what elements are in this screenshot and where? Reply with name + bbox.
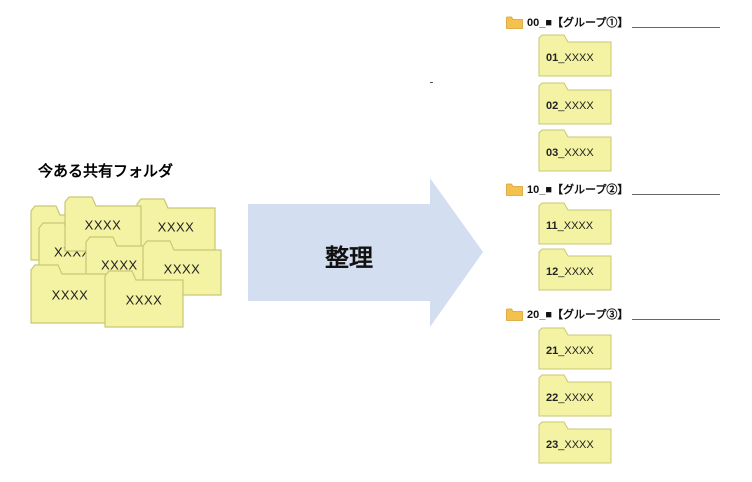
subfolder-12[interactable]: 12_XXXX [538, 248, 612, 291]
group-header[interactable]: 00_■【グループ①】 [506, 14, 721, 30]
folder-icon [538, 202, 612, 245]
folder-icon [506, 183, 523, 196]
folder-icon [538, 34, 612, 77]
group-header-label: 20_■【グループ③】 [527, 309, 629, 321]
folder-icon [538, 129, 612, 172]
group-header[interactable]: 10_■【グループ②】 [506, 181, 721, 197]
folder-icon [538, 421, 612, 464]
subfolder-23[interactable]: 23_XXXX [538, 421, 612, 464]
folder: XXXX [30, 264, 110, 324]
underline [632, 26, 721, 28]
subfolder-03[interactable]: 03_XXXX [538, 129, 612, 172]
subfolder-22[interactable]: 22_XXXX [538, 374, 612, 417]
subfolder-11[interactable]: 11_XXXX [538, 202, 612, 245]
subfolder-label: 03_XXXX [546, 147, 594, 159]
folder-label: XXXX [84, 217, 122, 233]
subfolder-01[interactable]: 01_XXXX [538, 34, 612, 77]
underline [632, 318, 721, 320]
folder-icon [538, 374, 612, 417]
subfolder-label: 12_XXXX [546, 266, 594, 278]
underline [632, 193, 721, 195]
subfolder-label: 23_XXXX [546, 439, 594, 451]
group-header-label: 00_■【グループ①】 [527, 17, 629, 29]
existing-folders-title: 今ある共有フォルダ [38, 162, 174, 180]
folder-icon [30, 264, 110, 324]
folder-label: XXXX [163, 261, 201, 277]
folder-icon [506, 308, 523, 321]
folder-label: XXXX [101, 257, 138, 273]
stray-mark [430, 82, 433, 83]
folder: XXXX [104, 270, 184, 328]
organize-arrow [248, 178, 484, 332]
group-header-label: 10_■【グループ②】 [527, 184, 629, 196]
group-header[interactable]: 20_■【グループ③】 [506, 306, 721, 322]
right-arrow-icon [248, 178, 483, 327]
subfolder-label: 02_XXXX [546, 100, 594, 112]
folder: XXXX [64, 196, 142, 252]
subfolder-label: 01_XXXX [546, 52, 594, 64]
subfolder-label: 22_XXXX [546, 392, 594, 404]
folder-icon [538, 327, 612, 370]
organize-label: 整理 [325, 244, 373, 272]
folder-icon [104, 270, 184, 328]
subfolder-02[interactable]: 02_XXXX [538, 82, 612, 125]
folder-label: XXXX [51, 287, 89, 303]
folder-icon [538, 82, 612, 125]
folder-icon [538, 248, 612, 291]
folder-label: XXXX [157, 219, 195, 235]
folder-icon [506, 16, 523, 29]
folder-icon [64, 196, 142, 252]
subfolder-label: 11_XXXX [546, 220, 594, 232]
subfolder-21[interactable]: 21_XXXX [538, 327, 612, 370]
subfolder-label: 21_XXXX [546, 345, 594, 357]
folder-label: XXXX [125, 292, 163, 308]
